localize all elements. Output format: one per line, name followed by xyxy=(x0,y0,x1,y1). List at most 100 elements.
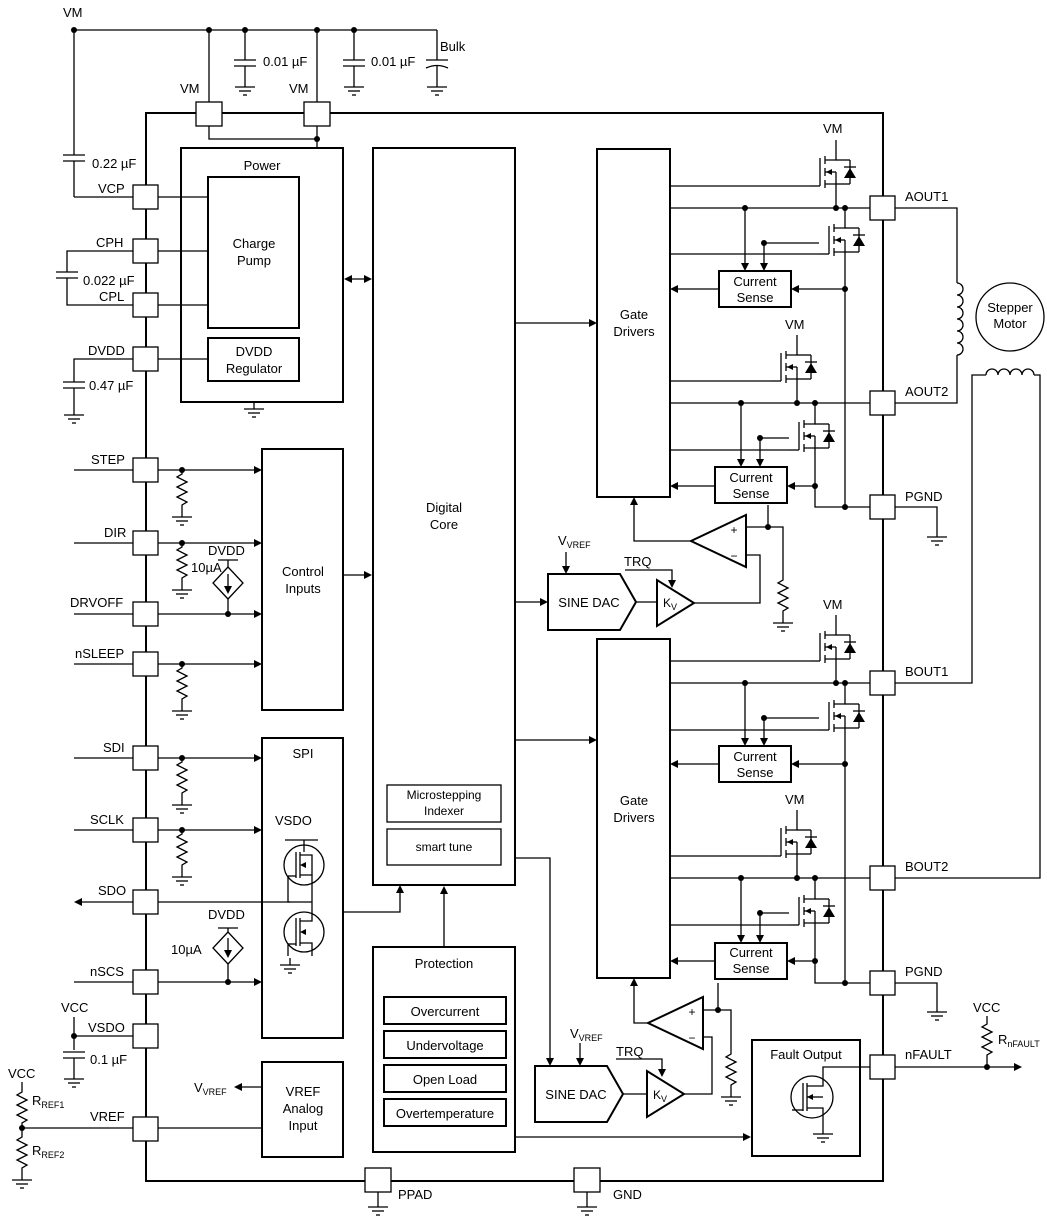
ground-icon xyxy=(772,615,794,632)
ground-icon xyxy=(171,797,193,814)
right-pins xyxy=(869,195,896,1080)
cs-a1-line1: Current xyxy=(733,274,777,289)
comparator-icon xyxy=(645,995,704,1051)
vm-fet-a2: VM xyxy=(785,317,805,332)
cs-a1-line2: Sense xyxy=(737,290,774,305)
isrc-2-label: 10µA xyxy=(171,942,202,957)
vm-pin-1-label: VM xyxy=(180,81,200,96)
pin-nsleep-label: nSLEEP xyxy=(75,646,124,661)
ground-icon xyxy=(343,79,365,96)
charge-pump-line2: Pump xyxy=(237,253,271,268)
dvdd-source-1-label: DVDD xyxy=(208,543,245,558)
resistor-icon xyxy=(725,1049,737,1091)
comp-a-plus: + xyxy=(730,523,737,537)
fault-output-title: Fault Output xyxy=(770,1047,842,1062)
gate-a-line2: Drivers xyxy=(613,324,655,339)
vref-block-line1: VREF xyxy=(286,1084,321,1099)
comp-b-minus: − xyxy=(688,1031,695,1045)
gate-a-line1: Gate xyxy=(620,307,648,322)
cs-a2-line2: Sense xyxy=(733,486,770,501)
pin-dvdd-label: DVDD xyxy=(88,343,125,358)
indexer-line2: Indexer xyxy=(424,804,464,818)
cs-a2-line1: Current xyxy=(729,470,773,485)
mosfet-icon xyxy=(790,1075,834,1119)
digital-core-line1: Digital xyxy=(426,500,462,515)
resistor-icon xyxy=(777,575,789,617)
mosfet-icon xyxy=(809,624,857,670)
ground-icon xyxy=(63,1071,85,1088)
vm-fet-a1: VM xyxy=(823,121,843,136)
vm-rail-label: VM xyxy=(63,5,83,20)
vcp-cap-label: 0.22 µF xyxy=(92,156,136,171)
mosfet-icon xyxy=(818,693,866,739)
vsdo-cap-label: 0.1 µF xyxy=(90,1052,127,1067)
comp-a-minus: − xyxy=(730,549,737,563)
vm-fet-b2: VM xyxy=(785,792,805,807)
vm-pin-2-label: VM xyxy=(289,81,309,96)
overtemperature-item xyxy=(383,1098,507,1127)
pin-drvoff-label: DRVOFF xyxy=(70,595,123,610)
vsdo-label: VSDO xyxy=(275,813,312,828)
charge-pump-line1: Charge xyxy=(233,236,276,251)
pin-cph-label: CPH xyxy=(96,235,123,250)
ground-icon xyxy=(720,1089,742,1106)
ground-icon xyxy=(171,582,193,599)
open-load-item xyxy=(383,1064,507,1093)
resistor-icon xyxy=(176,469,188,511)
cs-b1-line1: Current xyxy=(733,749,777,764)
mosfet-icon xyxy=(818,217,866,263)
pin-nfault-label: nFAULT xyxy=(905,1047,952,1062)
fault-output-block xyxy=(751,1039,861,1157)
spi-title: SPI xyxy=(293,746,314,761)
ground-icon xyxy=(426,79,448,96)
nfault-vcc-label: VCC xyxy=(973,1000,1000,1015)
vm-cap1-label: 0.01 µF xyxy=(263,54,307,69)
prot-undervoltage: Undervoltage xyxy=(406,1038,483,1053)
power-title: Power xyxy=(244,158,282,173)
ground-icon xyxy=(63,407,85,424)
vref-block-line2: Analog xyxy=(283,1101,323,1116)
gate-drivers-a-block xyxy=(596,148,671,498)
bulk-cap-label: Bulk xyxy=(440,39,466,54)
resistor-icon xyxy=(176,829,188,871)
resistor-icon xyxy=(176,542,188,584)
vm-pin-2 xyxy=(303,101,331,127)
vref-vcc-label: VCC xyxy=(8,1066,35,1081)
capacitor-icon xyxy=(342,59,366,67)
mosfet-icon xyxy=(809,149,857,195)
ground-icon xyxy=(367,1199,389,1216)
undervoltage-item xyxy=(383,1030,507,1059)
rref2-label: RREF2 xyxy=(32,1143,64,1160)
ground-icon xyxy=(171,509,193,526)
vref-analog-input-block xyxy=(261,1061,344,1158)
ground-icon xyxy=(234,79,256,96)
sine-dac-b-label: SINE DAC xyxy=(545,1087,606,1102)
trq-b-label: TRQ xyxy=(616,1044,643,1059)
dvdd-regulator-block xyxy=(207,337,300,382)
gate-b-line1: Gate xyxy=(620,793,648,808)
digital-core-line2: Core xyxy=(430,517,458,532)
vm-fet-b1: VM xyxy=(823,597,843,612)
isrc-1-label: 10µA xyxy=(191,560,222,575)
pin-aout1-label: AOUT1 xyxy=(905,189,948,204)
smart-tune-label: smart tune xyxy=(416,840,473,854)
pin-sdi-label: SDI xyxy=(103,740,125,755)
pin-gnd-label: GND xyxy=(613,1187,642,1202)
kv-a-label: KV xyxy=(663,596,677,612)
trq-a-label: TRQ xyxy=(624,554,651,569)
pin-nscs-label: nSCS xyxy=(90,964,124,979)
ppad-pin xyxy=(364,1167,392,1193)
ground-icon xyxy=(926,529,948,546)
gate-b-line2: Drivers xyxy=(613,810,655,825)
chip-outline xyxy=(145,112,884,1182)
mosfet-icon xyxy=(770,819,818,865)
dvdd-cap-label: 0.47 µF xyxy=(89,378,133,393)
vm-pin-1 xyxy=(195,101,223,127)
vvref-b-label: VVREF xyxy=(570,1026,603,1043)
mosfet-icon xyxy=(770,344,818,390)
inductor-icon xyxy=(956,282,964,356)
pin-step-label: STEP xyxy=(91,452,125,467)
pin-bout2-label: BOUT2 xyxy=(905,859,948,874)
rref1-label: RREF1 xyxy=(32,1093,64,1110)
ground-icon xyxy=(171,703,193,720)
